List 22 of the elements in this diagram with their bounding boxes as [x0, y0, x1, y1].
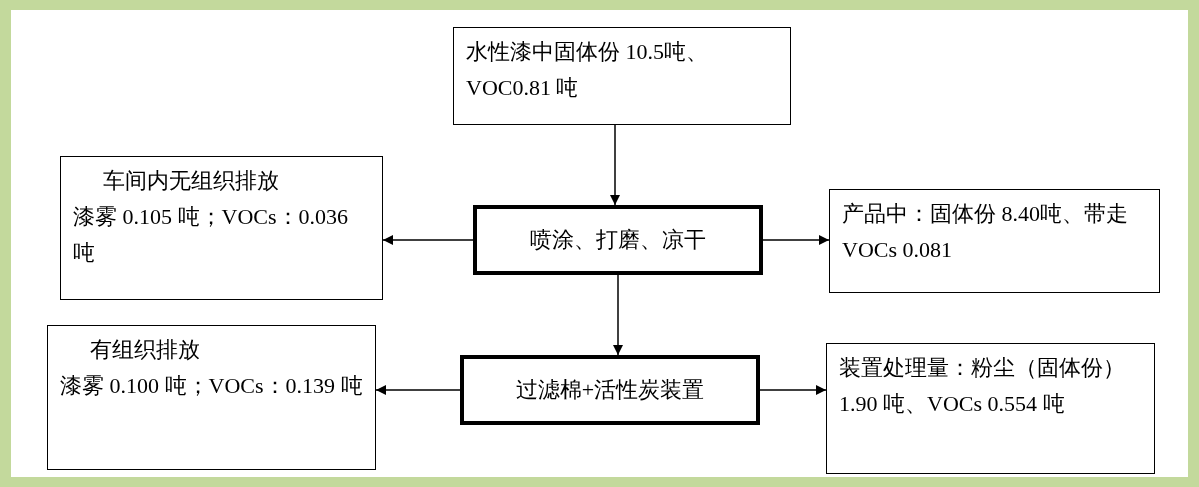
box-text: 过滤棉+活性炭装置 — [515, 376, 705, 404]
data-box — [826, 343, 1155, 474]
box-heading: 有组织排放 — [89, 336, 201, 364]
arrow — [382, 235, 474, 245]
box-heading: 车间内无组织排放 — [102, 167, 280, 195]
arrow — [613, 274, 623, 356]
data-box — [47, 325, 376, 470]
box-text: 漆雾 0.100 吨；VOCs：0.139 吨 — [60, 372, 363, 400]
data-box — [453, 27, 791, 125]
box-text: 漆雾 0.105 吨；VOCs：0.036 吨 — [73, 203, 349, 267]
data-box — [829, 189, 1160, 293]
arrow — [762, 235, 830, 245]
process-box — [473, 205, 763, 275]
box-text: 喷涂、打磨、凉干 — [530, 226, 706, 254]
data-box — [60, 156, 383, 300]
arrow — [759, 385, 827, 395]
arrow — [610, 124, 620, 206]
arrow — [375, 385, 461, 395]
box-text: 水性漆中固体份 10.5吨、VOC0.81 吨 — [466, 38, 709, 102]
process-box — [460, 355, 760, 425]
box-text: 产品中：固体份 8.40吨、带走 VOCs 0.081 — [842, 200, 1129, 264]
box-text: 装置处理量：粉尘（固体份）1.90 吨、VOCs 0.554 吨 — [839, 354, 1126, 418]
